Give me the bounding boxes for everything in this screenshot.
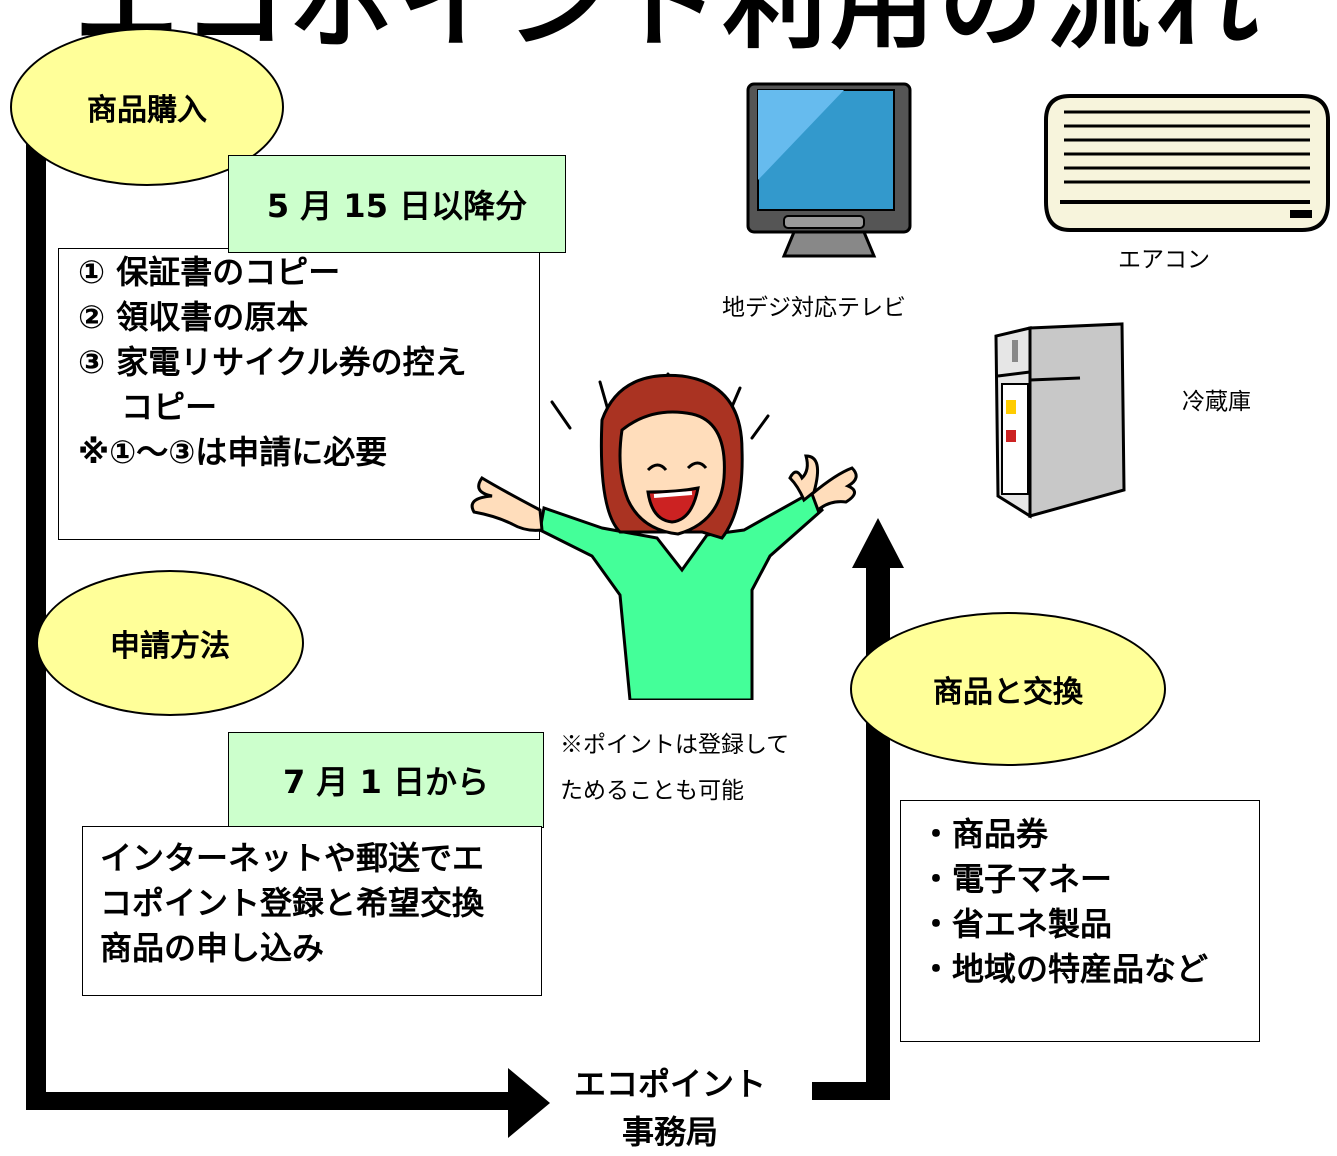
- document-item: ③ 家電リサイクル券の控え: [78, 343, 467, 381]
- purchase-date-label: 5 月 15 日以降分: [228, 155, 566, 253]
- step-exchange: 商品と交換: [850, 612, 1166, 766]
- office-line: エコポイント: [573, 1065, 766, 1103]
- exchange-item: ・省エネ製品: [920, 905, 1113, 943]
- air-conditioner-label: エアコン: [1118, 247, 1210, 273]
- apply-method-box: [82, 826, 542, 996]
- exchange-items-box: [900, 800, 1260, 1042]
- step-purchase-label: 商品購入: [87, 93, 207, 128]
- document-item: ② 領収書の原本: [78, 298, 309, 336]
- exchange-item: ・商品券: [920, 815, 1049, 853]
- air-conditioner-icon: [1044, 94, 1330, 232]
- refrigerator-icon: [994, 322, 1126, 519]
- eco-point-office: エコポイント 事務局: [560, 1060, 780, 1156]
- exchange-item: ・地域の特産品など: [920, 950, 1209, 988]
- step-exchange-label: 商品と交換: [933, 675, 1083, 710]
- exchange-items-list: ・商品券 ・電子マネー ・省エネ製品 ・地域の特産品など: [920, 812, 1208, 992]
- apply-line: インターネットや郵送でエ: [100, 839, 485, 877]
- office-line: 事務局: [621, 1113, 718, 1151]
- apply-line: コポイント登録と希望交換: [100, 884, 485, 922]
- purchase-date-text: 5 月 15 日以降分: [266, 187, 528, 225]
- apply-line: 商品の申し込み: [100, 929, 325, 967]
- purchase-documents-box: [58, 248, 540, 540]
- note-line: ※ポイントは登録して: [560, 732, 790, 758]
- document-note: ※①～③は申請に必要: [78, 433, 388, 471]
- document-item: ① 保証書のコピー: [78, 253, 341, 291]
- happy-woman-illustration: [470, 372, 858, 700]
- exchange-item: ・電子マネー: [920, 860, 1113, 898]
- note-line: ためることも可能: [560, 778, 744, 804]
- apply-date-text: 7 月 1 日から: [283, 763, 489, 801]
- purchase-documents-list: ① 保証書のコピー ② 領収書の原本 ③ 家電リサイクル券の控え コピー ※①～…: [78, 250, 467, 475]
- points-note: ※ポイントは登録して ためることも可能: [560, 722, 789, 814]
- page-title: エコポイント利用の流れ: [74, 0, 1263, 63]
- step-apply-label: 申請方法: [110, 629, 230, 664]
- step-apply: 申請方法: [36, 570, 304, 716]
- apply-method-text: インターネットや郵送でエ コポイント登録と希望交換 商品の申し込み: [100, 836, 484, 971]
- apply-date-label: 7 月 1 日から: [228, 732, 544, 828]
- tv-label: 地デジ対応テレビ: [722, 295, 906, 321]
- tv-icon: [746, 82, 912, 258]
- document-item: コピー: [78, 388, 218, 426]
- refrigerator-label: 冷蔵庫: [1182, 389, 1251, 415]
